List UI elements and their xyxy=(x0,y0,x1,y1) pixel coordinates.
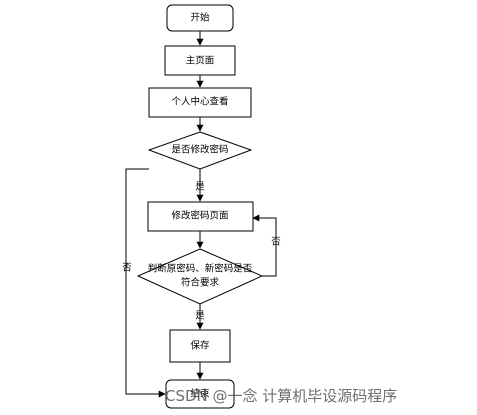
node-decision-validate-label-1: 判断原密码、新密码是否 xyxy=(148,263,253,275)
node-personal-center-label: 个人中心查看 xyxy=(171,96,228,108)
watermark: CSDN @一念 计算机毕设源码程序 xyxy=(165,387,397,405)
node-decision-validate: 判断原密码、新密码是否 符合要求 xyxy=(136,248,264,305)
node-main-page: 主页面 xyxy=(164,45,236,76)
edge-validate-no-loop xyxy=(252,214,277,277)
node-main-page-label: 主页面 xyxy=(186,55,215,67)
edge-label-modify-no: 否 xyxy=(122,263,132,274)
edge-label-modify-yes: 是 xyxy=(195,182,205,193)
node-start-label: 开始 xyxy=(190,12,210,24)
node-modify-page: 修改密码页面 xyxy=(147,201,254,232)
edge-decision-no-to-end xyxy=(125,168,166,398)
node-end: 结束 xyxy=(165,379,235,409)
node-end-label: 结束 xyxy=(190,388,210,400)
node-modify-page-label: 修改密码页面 xyxy=(171,210,228,222)
edge-label-validate-yes: 是 xyxy=(195,311,205,322)
node-start: 开始 xyxy=(166,4,234,32)
node-personal-center: 个人中心查看 xyxy=(148,87,252,118)
node-decision-modify: 是否修改密码 xyxy=(147,131,253,170)
node-decision-validate-label-2: 符合要求 xyxy=(181,277,220,289)
edge-label-validate-no: 否 xyxy=(271,237,281,248)
node-save-label: 保存 xyxy=(190,340,210,352)
node-save: 保存 xyxy=(169,329,231,363)
node-decision-modify-label: 是否修改密码 xyxy=(171,144,228,156)
connectors xyxy=(125,31,277,398)
